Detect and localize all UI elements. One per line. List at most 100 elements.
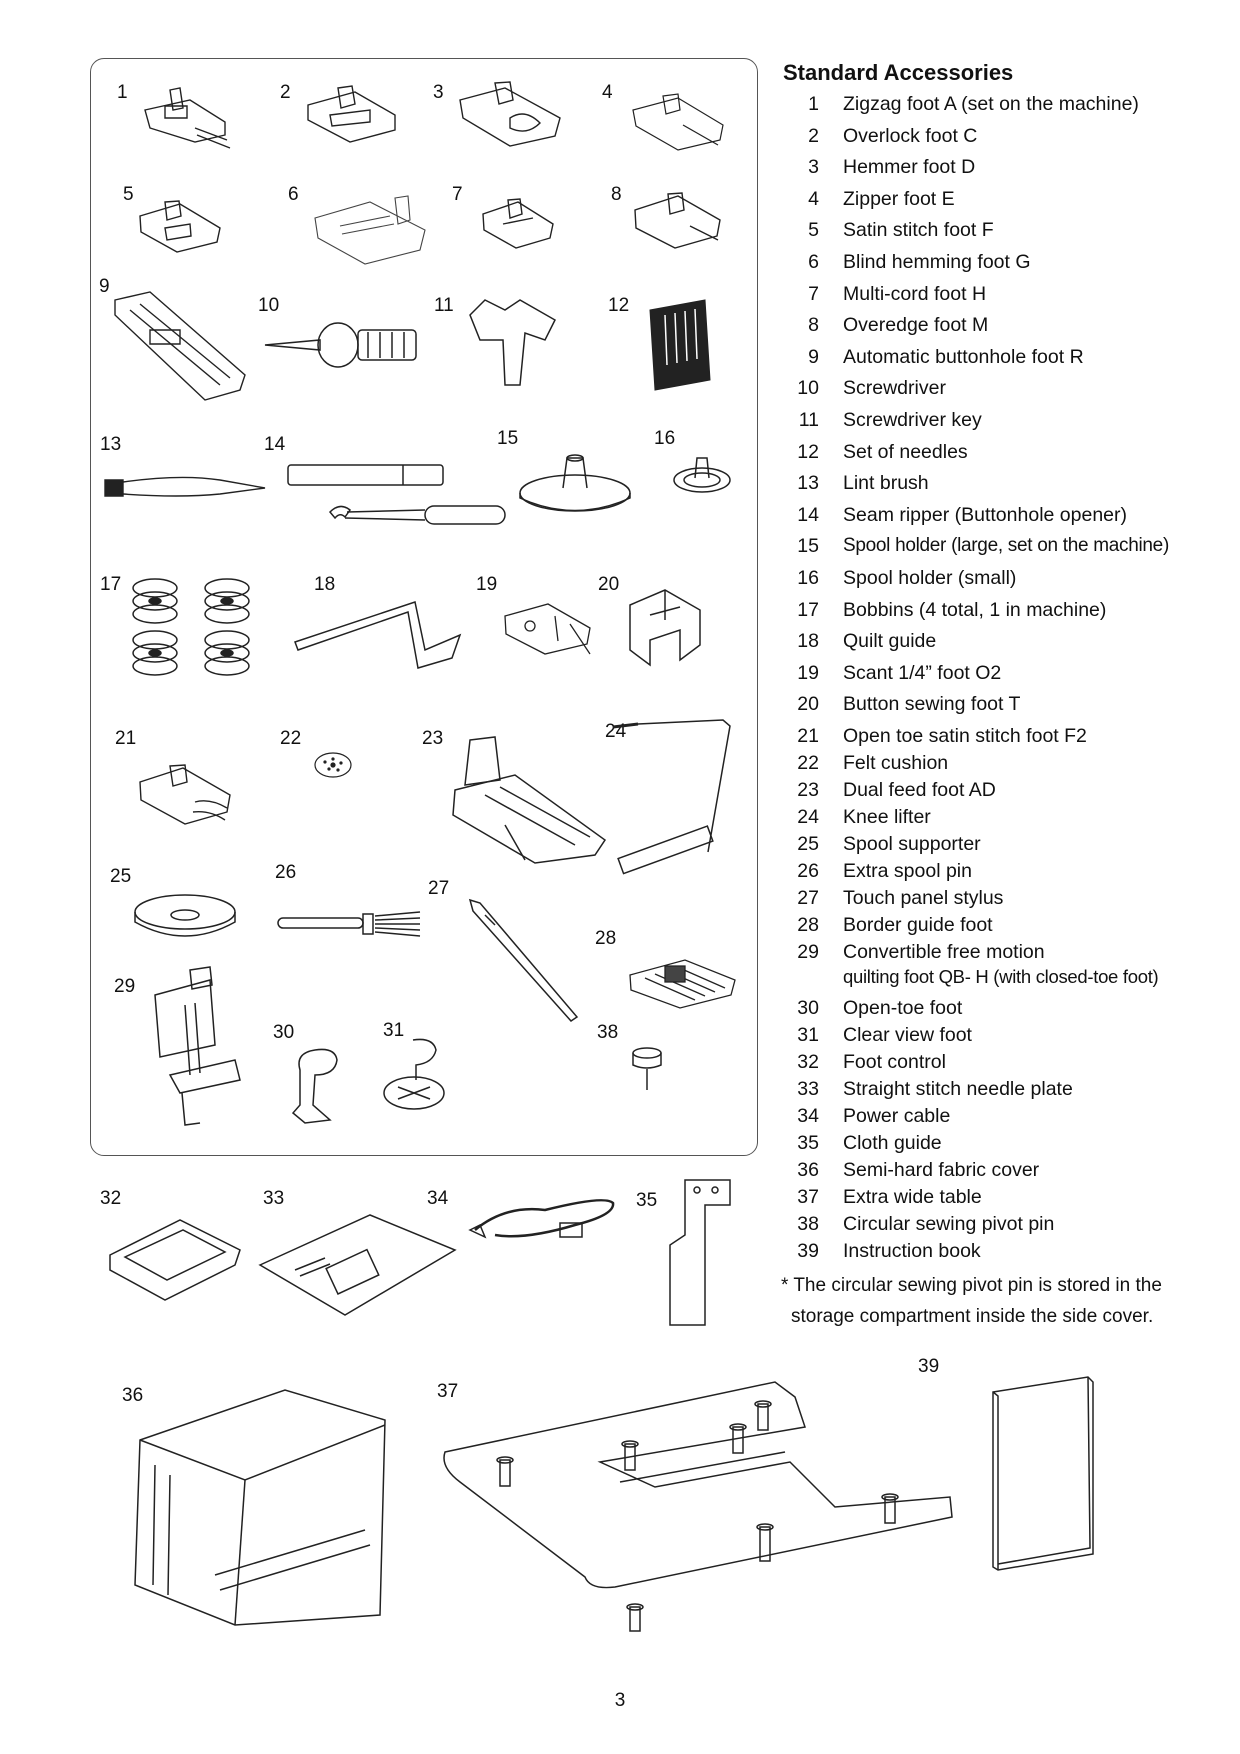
item-name: Seam ripper (Buttonhole opener) [843,503,1127,526]
item-number: 11 [798,408,819,431]
lint-brush-illustration [100,468,270,508]
page-number: 3 [614,1690,626,1711]
item-number: 5 [808,219,819,242]
item-name: Power cable [843,1104,951,1127]
overlock-foot-c-illustration [300,80,400,150]
touch-panel-stylus-illustration [465,895,585,1025]
item-number: 29 [797,940,819,963]
figure-label-25: 25 [110,866,132,887]
zigzag-foot-a-illustration [135,80,235,155]
figure-label-27: 27 [428,878,450,899]
item-name: Quilt guide [843,630,937,653]
item-name: Convertible free motion [843,940,1045,963]
item-name: Instruction book [843,1239,981,1262]
figure-label-35: 35 [636,1190,658,1211]
screwdriver-illustration [260,320,420,370]
seam-ripper-illustration [285,462,510,532]
instruction-book-illustration [988,1372,1103,1572]
item-name: Clear view foot [843,1023,972,1046]
knee-lifter-illustration [608,712,738,877]
item-number: 39 [797,1239,819,1262]
item-name: Open toe satin stitch foot F2 [843,724,1087,747]
item-name: Set of needles [843,440,968,463]
item-number: 13 [797,472,819,495]
item-name: Spool holder (large, set on the machine) [843,535,1169,557]
item-number: 34 [797,1104,819,1127]
quilt-guide-illustration [290,590,470,670]
figure-label-10: 10 [258,295,280,316]
list-item: 6 Blind hemming foot G [783,250,1203,282]
item-number: 20 [797,693,819,716]
figure-label-19: 19 [476,574,498,595]
item-number: 21 [797,724,819,747]
cloth-guide-illustration [665,1175,735,1335]
list-item: 18 Quilt guide [783,629,1203,661]
figure-label-31: 31 [383,1020,405,1041]
bobbins-illustration [125,576,260,681]
footnote-line-1: * The circular sewing pivot pin is store… [781,1275,1162,1296]
felt-cushion-illustration [313,750,353,780]
item-name: Blind hemming foot G [843,250,1031,273]
item-number: 28 [797,913,819,936]
item-number: 38 [797,1212,819,1235]
list-item: 36 Semi-hard fabric cover [783,1158,1203,1185]
figure-label-15: 15 [497,428,519,449]
list-item: 15 Spool holder (large, set on the machin… [783,534,1203,566]
list-item: 13 Lint brush [783,471,1203,503]
item-number: 6 [808,250,819,273]
item-name: Scant 1/4” foot O2 [843,661,1002,684]
figure-label-14: 14 [264,434,286,455]
figure-label-23: 23 [422,728,444,749]
item-name: Spool supporter [843,832,981,855]
item-number: 22 [797,751,819,774]
clear-view-foot-illustration [378,1035,453,1115]
figure-label-29: 29 [114,976,136,997]
item-number: 14 [797,503,819,526]
spool-holder-small-illustration [670,450,735,500]
figure-label-38: 38 [597,1022,619,1043]
accessories-figure-panel [90,58,758,1156]
figure-label-37: 37 [437,1381,459,1402]
item-number: 31 [797,1023,819,1046]
item-number: 36 [797,1158,819,1181]
figure-label-33: 33 [263,1188,285,1209]
figure-label-11: 11 [434,295,454,316]
figure-label-16: 16 [654,428,676,449]
figure-label-21: 21 [115,728,137,749]
item-number: 30 [797,996,819,1019]
list-item: 12 Set of needles [783,440,1203,472]
foot-control-illustration [105,1215,245,1305]
figure-label-34: 34 [427,1188,449,1209]
item-number: 7 [808,282,819,305]
figure-label-6: 6 [288,184,299,205]
circular-sewing-pivot-pin-illustration [630,1045,665,1095]
figure-label-26: 26 [275,862,297,883]
screwdriver-key-illustration [465,295,560,390]
item-number: 9 [808,345,819,368]
item-name: Screwdriver [843,377,946,400]
figure-label-18: 18 [314,574,336,595]
item-name: Automatic buttonhole foot R [843,345,1084,368]
extra-wide-table-illustration [440,1372,970,1642]
item-name: Semi-hard fabric cover [843,1158,1040,1181]
list-item: 31 Clear view foot [783,1023,1203,1050]
needle-set-illustration [645,295,715,395]
item-number: 18 [797,630,819,653]
item-name: Lint brush [843,472,929,495]
item-number: 12 [797,440,819,463]
free-motion-quilting-foot-qb-h-illustration [140,965,250,1130]
border-guide-foot-illustration [625,950,740,1010]
item-number: 37 [797,1185,819,1208]
item-number: 15 [797,535,819,558]
item-name: Overlock foot C [843,124,978,147]
figure-label-13: 13 [100,434,122,455]
